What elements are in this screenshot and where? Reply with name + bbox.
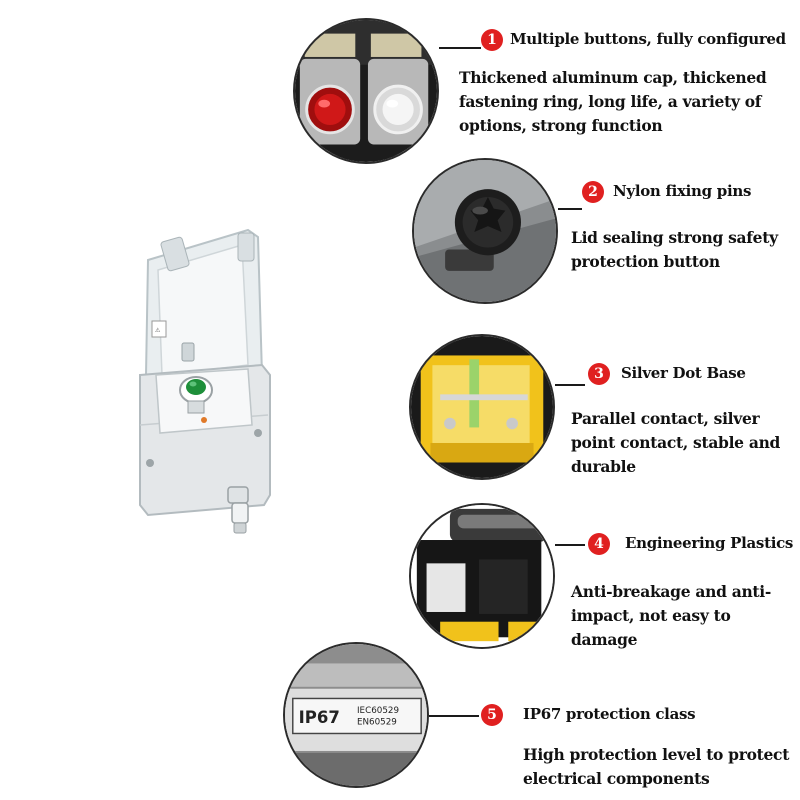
feature-3-number-badge: 3 (588, 363, 610, 385)
feature-5-description: High protection level to protect electri… (523, 745, 790, 788)
feature-4-image (409, 503, 555, 649)
feature-4-connector (555, 544, 585, 546)
ip67-standard-1-text: IEC60529 (357, 706, 399, 716)
nylon-knob-photo (414, 160, 556, 302)
feature-3-image (409, 334, 555, 480)
ip67-label-photo: IP67 IEC60529 EN60529 (285, 644, 427, 786)
feature-2-connector (558, 208, 582, 210)
feature-5-number-badge: 5 (481, 704, 503, 726)
feature-3-description: Parallel contact, silver point contact, … (571, 409, 781, 476)
feature-1-image (293, 18, 439, 164)
feature-4-title: Engineering Plastics (625, 534, 794, 552)
waterproof-switch-box-image: ⚠ (139, 228, 271, 534)
feature-1-number-badge: 1 (481, 29, 503, 51)
feature-5-image: IP67 IEC60529 EN60529 (283, 642, 429, 788)
feature-3-title: Silver Dot Base (621, 364, 746, 382)
feature-2-title: Nylon fixing pins (613, 182, 752, 200)
feature-4-description: Anti-breakage and anti-impact, not easy … (571, 582, 772, 649)
feature-2-number-badge: 2 (582, 181, 604, 203)
feature-3-connector (555, 384, 585, 386)
feature-5-connector (429, 715, 479, 717)
plastic-housing-photo (411, 505, 553, 647)
feature-1-connector (439, 47, 481, 49)
feature-2-image (412, 158, 558, 304)
ip67-rating-text: IP67 (299, 708, 340, 727)
feature-1-description: Thickened aluminum cap, thickened fasten… (459, 68, 767, 135)
push-buttons-photo (295, 20, 437, 162)
feature-5-title: IP67 protection class (523, 705, 696, 723)
ip67-standard-2-text: EN60529 (357, 718, 397, 728)
feature-1-title: Multiple buttons, fully configured (510, 30, 786, 48)
feature-2-description: Lid sealing strong safety protection but… (571, 228, 778, 271)
svg-text:⚠: ⚠ (155, 327, 161, 334)
contact-block-photo (411, 336, 553, 478)
feature-4-number-badge: 4 (588, 533, 610, 555)
